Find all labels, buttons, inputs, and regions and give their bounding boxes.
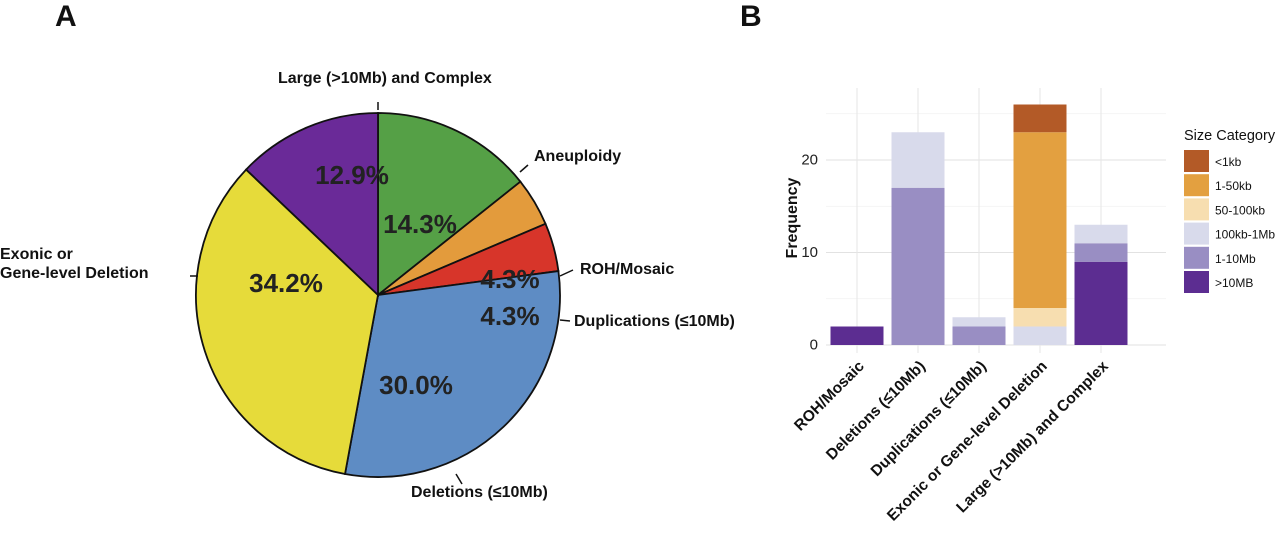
pie-label-large-10mb-and-complex: Large (>10Mb) and Complex <box>278 70 492 87</box>
legend-label-10mb: >10MB <box>1215 276 1253 290</box>
bar-segment-exonic-or-gene-level-deletion-1-50kb <box>1013 132 1067 308</box>
legend-swatch-1-50kb <box>1184 174 1209 197</box>
pie-percent-large-10mb-and-complex: 12.9% <box>315 160 389 190</box>
legend-swatch-100kb-1mb <box>1184 222 1209 245</box>
legend-title: Size Category <box>1184 128 1276 144</box>
pie-label-exonic-or-gene-level-deletion-line-0: Exonic or <box>0 246 73 263</box>
bar-segment-duplications-10mb-100kb-1mb <box>952 317 1006 327</box>
pie-label-tick-aneuploidy <box>519 164 529 173</box>
bar-segment-roh-mosaic-10mb <box>830 326 884 345</box>
legend-label-1-10mb: 1-10Mb <box>1215 252 1256 266</box>
y-tick-label: 20 <box>801 152 818 169</box>
bar-segment-exonic-or-gene-level-deletion-1kb <box>1013 104 1067 133</box>
pie-label-exonic-or-gene-level-deletion-line-1: Gene-level Deletion <box>0 265 149 282</box>
pie-percent-deletions-10mb: 30.0% <box>379 370 453 400</box>
pie-slice-deletions-10mb <box>343 270 561 478</box>
x-category-label-duplications-10mb: Duplications (≤10Mb) <box>868 358 990 480</box>
pie-percent-roh-mosaic: 4.3% <box>480 264 539 294</box>
pie-percent-duplications-10mb: 4.3% <box>480 301 539 331</box>
panel-b-label: B <box>740 0 762 33</box>
pie-percent-exonic-or-gene-level-deletion: 34.2% <box>249 268 323 298</box>
bar-segment-deletions-10mb-1-10mb <box>891 187 945 345</box>
pie-label-tick-deletions-10mb <box>455 473 463 485</box>
legend-swatch-1-10mb <box>1184 246 1209 269</box>
legend-label-1kb: <1kb <box>1215 155 1242 169</box>
bar-segment-exonic-or-gene-level-deletion-100kb-1mb <box>1013 326 1067 345</box>
y-tick-label: 10 <box>801 244 818 261</box>
bar-segment-large-10mb-and-complex-10mb <box>1074 261 1128 345</box>
pie-chart: 14.3% Aneuploidy 4.3% ROH/Mosaic 4.3% Duplica… <box>0 70 735 501</box>
bar-segment-large-10mb-and-complex-1-10mb <box>1074 243 1128 262</box>
y-tick-label: 0 <box>810 337 818 354</box>
bar-segment-deletions-10mb-100kb-1mb <box>891 132 945 188</box>
legend-swatch-50-100kb <box>1184 198 1209 221</box>
pie-label-tick-duplications-10mb <box>559 319 571 322</box>
legend-swatch-10mb <box>1184 271 1209 293</box>
pie-label-tick-roh-mosaic <box>559 269 574 277</box>
legend-label-1-50kb: 1-50kb <box>1215 179 1252 193</box>
panel-a-label: A <box>55 0 77 33</box>
legend-swatch-1kb <box>1184 150 1209 172</box>
pie-slice-exonic-or-gene-level-deletion <box>195 168 379 476</box>
y-axis-title: Frequency <box>784 177 801 258</box>
pie-label-roh-mosaic: ROH/Mosaic <box>580 261 674 278</box>
bar-segment-duplications-10mb-1-10mb <box>952 326 1006 345</box>
legend-label-100kb-1mb: 100kb-1Mb <box>1215 228 1275 242</box>
pie-slice-large-10mb-and-complex <box>244 112 379 298</box>
pie-label-duplications-10mb: Duplications (≤10Mb) <box>574 313 735 330</box>
pie-label-deletions-10mb: Deletions (≤10Mb) <box>411 484 548 501</box>
pie-label-aneuploidy: Aneuploidy <box>534 148 621 165</box>
legend-label-50-100kb: 50-100kb <box>1215 203 1265 217</box>
pie-slice-aneuploidy <box>377 112 522 297</box>
pie-percent-aneuploidy: 14.3% <box>383 209 457 239</box>
bar-segment-large-10mb-and-complex-100kb-1mb <box>1074 224 1128 244</box>
bar-segment-exonic-or-gene-level-deletion-50-100kb <box>1013 308 1067 327</box>
